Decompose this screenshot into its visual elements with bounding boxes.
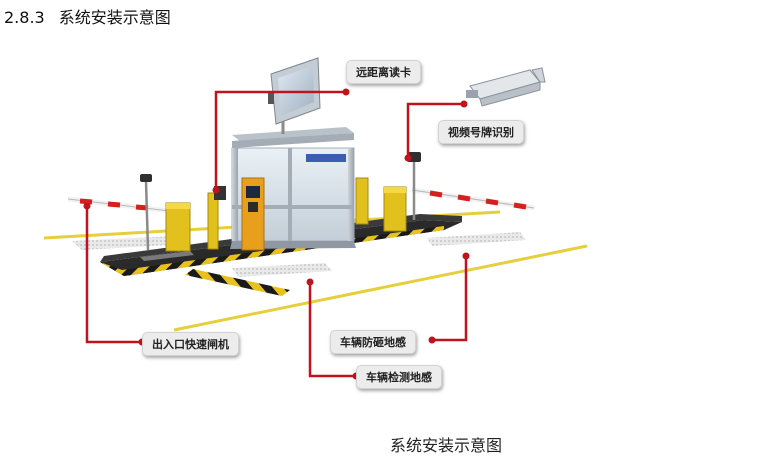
- detection-callout: [310, 282, 356, 376]
- label-plate-recognition: 视频号牌识别: [438, 120, 524, 144]
- ticket-post-icon: [208, 193, 218, 249]
- right-barrier-gate-icon: [384, 187, 534, 231]
- exit-camera-pole-icon: [407, 152, 421, 220]
- label-remote-reader: 远距离读卡: [346, 60, 421, 84]
- right-terminal-icon: [356, 178, 368, 224]
- label-detection-loop: 车辆检测地感: [356, 365, 442, 389]
- toll-booth: [230, 127, 356, 250]
- label-barrier-gate: 出入口快速闸机: [142, 332, 239, 356]
- display-screen-icon: [268, 58, 320, 134]
- surveillance-camera-icon: [466, 68, 545, 106]
- figure-caption: 系统安装示意图: [390, 432, 502, 456]
- label-anti-smash-loop: 车辆防砸地感: [330, 330, 416, 354]
- anti-smash-callout: [432, 256, 466, 340]
